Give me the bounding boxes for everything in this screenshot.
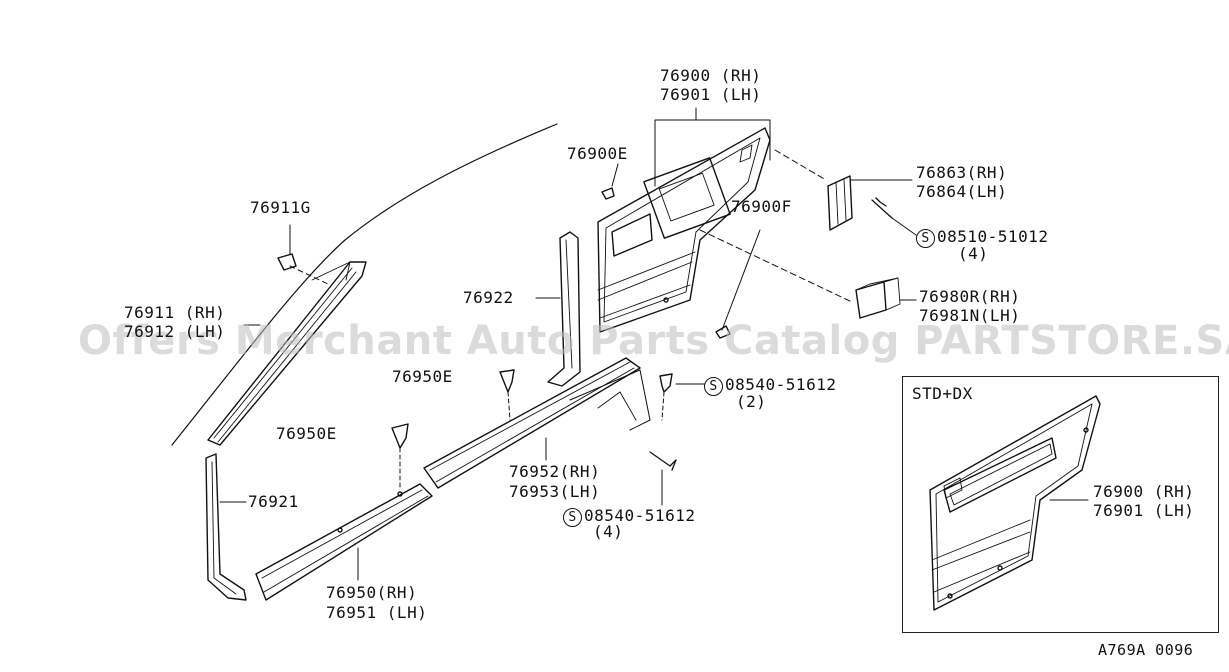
s-symbol-icon: S: [563, 508, 582, 527]
label-pocket-rh: 76980R(RH): [919, 287, 1021, 306]
front-sill-plate: [255, 483, 433, 601]
label-sill-front-rh: 76950(RH): [326, 583, 418, 602]
inset-door-trim-panel: [929, 395, 1101, 611]
label-pocket-lh: 76981N(LH): [919, 306, 1021, 325]
clip-76911g: [277, 253, 297, 271]
bracket-76863: [827, 175, 853, 231]
label-clip-f: 76900F: [731, 197, 792, 216]
label-clip-g: 76911G: [250, 198, 311, 217]
label-bracket-lh: 76864(LH): [916, 182, 1008, 201]
label-clip-e: 76900E: [567, 144, 628, 163]
body-outline: [171, 123, 558, 446]
label-pillar-lh: 76912 (LH): [124, 322, 226, 341]
s-symbol-icon: S: [704, 377, 723, 396]
inset-box: [902, 376, 1219, 633]
label-clip-950e-b: 76950E: [276, 424, 337, 443]
weatherstrip-76921: [205, 453, 247, 601]
label-screw2-qty: (2): [736, 392, 767, 411]
weatherstrip-76922: [547, 231, 581, 387]
inset-title: STD+DX: [912, 384, 973, 403]
label-sill-rear-lh: 76953(LH): [509, 482, 601, 501]
label-inset-rh: 76900 (RH): [1093, 482, 1195, 501]
label-screw1-qty: (4): [958, 244, 989, 263]
screw-08510: [871, 197, 893, 219]
clip-76900e: [601, 187, 615, 200]
label-screw2-part: 08540-51612: [725, 375, 837, 394]
label-inset-lh: 76901 (LH): [1093, 501, 1195, 520]
label-screw1-part: 08510-51012: [937, 227, 1049, 246]
watermark-text: Offers Merchant Auto Parts Catalog PARTS…: [78, 318, 1229, 364]
label-trim-lh: 76901 (LH): [660, 85, 762, 104]
door-pocket: [855, 277, 901, 319]
label-trim-rh: 76900 (RH): [660, 66, 762, 85]
label-sill-front-lh: 76951 (LH): [326, 603, 428, 622]
rear-door-trim-panel: [597, 127, 771, 333]
label-clip-950e-a: 76950E: [392, 367, 453, 386]
label-bracket-rh: 76863(RH): [916, 163, 1008, 182]
label-weatherstrip-922: 76922: [463, 288, 514, 307]
screw-08540-upper: [659, 373, 673, 393]
screw-08540-lower: [649, 451, 677, 471]
pillar-trim-76911: [207, 261, 367, 446]
label-screw3-part: 08540-51612: [584, 506, 696, 525]
label-screw3-qty: (4): [593, 522, 624, 541]
clip-76950e-upper: [499, 369, 515, 393]
label-pillar-rh: 76911 (RH): [124, 303, 226, 322]
s-symbol-icon: S: [916, 229, 935, 248]
figure-code: A769A 0096: [1098, 641, 1194, 659]
clip-76950e-lower: [391, 423, 409, 449]
rear-sill-plate: [423, 357, 651, 489]
label-weatherstrip-921: 76921: [248, 492, 299, 511]
label-sill-rear-rh: 76952(RH): [509, 462, 601, 481]
